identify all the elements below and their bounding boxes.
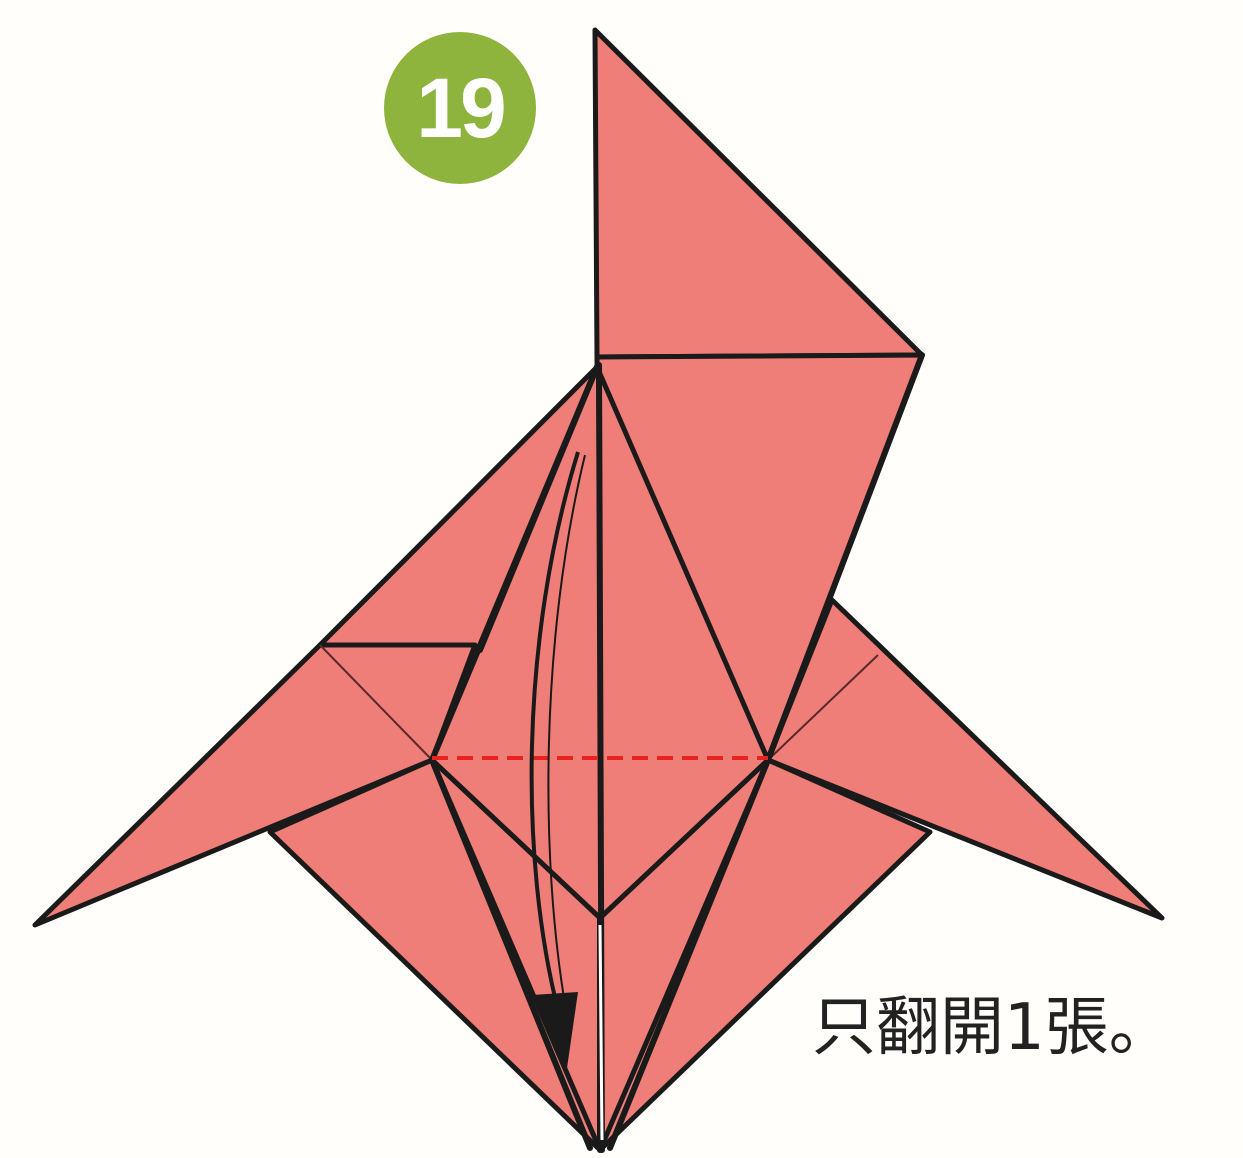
curved-down-arrow-icon xyxy=(529,451,586,1075)
right-crease-line xyxy=(767,654,879,761)
step-number: 19 xyxy=(416,61,506,155)
bottom-center-gap xyxy=(598,924,604,1141)
left-point-flap-shape xyxy=(32,642,478,928)
lower-left-edge xyxy=(429,757,593,1151)
lower-right-edge xyxy=(607,757,771,1151)
right-side-edge xyxy=(765,352,925,763)
inner-left-fan-edge xyxy=(477,364,600,653)
top-triangle-flap-shape xyxy=(592,27,925,360)
left-crease-line xyxy=(319,644,433,761)
step-number-badge: 19 xyxy=(384,32,536,184)
instruction-text: 只翻開1張。 xyxy=(812,991,1173,1065)
